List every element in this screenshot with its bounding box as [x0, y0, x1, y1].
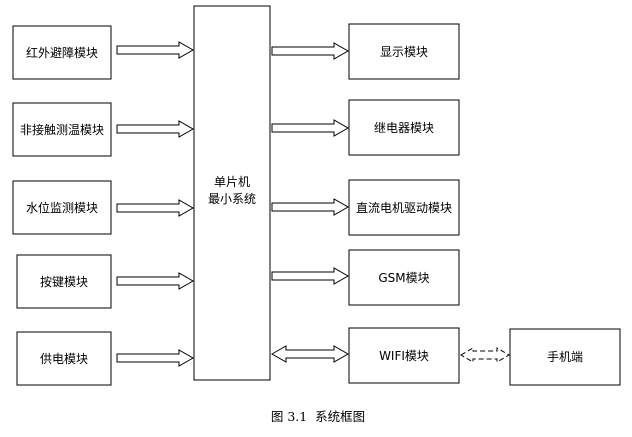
output-module-relay: 继电器模块	[348, 99, 460, 156]
input-label-water-level: 水位监测模块	[26, 200, 98, 215]
input-module-power: 供电模块	[16, 331, 112, 386]
wireless-link-arrow	[460, 347, 510, 363]
input-module-infrared: 红外避障模块	[12, 25, 112, 80]
input-label-power: 供电模块	[40, 352, 88, 366]
output-label-motor-driver: 直流电机驱动模块	[356, 201, 452, 215]
output-label-wifi: WIFI模块	[379, 349, 429, 363]
arrow-keys-to-mcu	[116, 272, 195, 290]
input-module-keys: 按键模块	[16, 254, 112, 309]
phone-label: 手机端	[547, 350, 583, 364]
figure-caption: 图 3.1 系统框图	[271, 409, 365, 424]
input-label-temperature: 非接触测温模块	[20, 122, 104, 137]
output-label-relay: 继电器模块	[374, 121, 434, 135]
phone-terminal: 手机端	[509, 328, 621, 386]
arrow-mcu-to-gsm	[271, 267, 350, 285]
arrow-mcu-wifi-bidirectional	[270, 345, 350, 363]
arrow-mcu-to-motor-driver	[271, 198, 350, 216]
input-label-infrared: 红外避障模块	[26, 45, 98, 60]
output-module-display: 显示模块	[348, 23, 460, 80]
input-arrows	[116, 41, 195, 367]
arrow-water-level-to-mcu	[116, 199, 195, 217]
input-module-temperature: 非接触测温模块	[12, 102, 112, 157]
arrow-power-to-mcu	[116, 349, 195, 367]
arrow-mcu-to-display	[271, 42, 350, 60]
input-module-water-level: 水位监测模块	[12, 180, 112, 235]
arrow-infrared-to-mcu	[116, 41, 195, 59]
mcu-label-line2: 最小系统	[208, 192, 256, 206]
mcu-label-line1: 单片机	[214, 175, 250, 189]
output-module-motor-driver: 直流电机驱动模块	[348, 179, 460, 236]
arrow-mcu-to-relay	[271, 119, 350, 137]
output-label-display: 显示模块	[380, 45, 428, 59]
arrow-temperature-to-mcu	[116, 120, 195, 138]
output-module-gsm: GSM模块	[348, 249, 460, 306]
mcu-minimum-system: 单片机 最小系统	[193, 5, 271, 381]
output-label-gsm: GSM模块	[378, 271, 429, 285]
output-module-wifi: WIFI模块	[348, 327, 460, 384]
input-label-keys: 按键模块	[40, 275, 88, 289]
output-arrows	[270, 42, 350, 363]
